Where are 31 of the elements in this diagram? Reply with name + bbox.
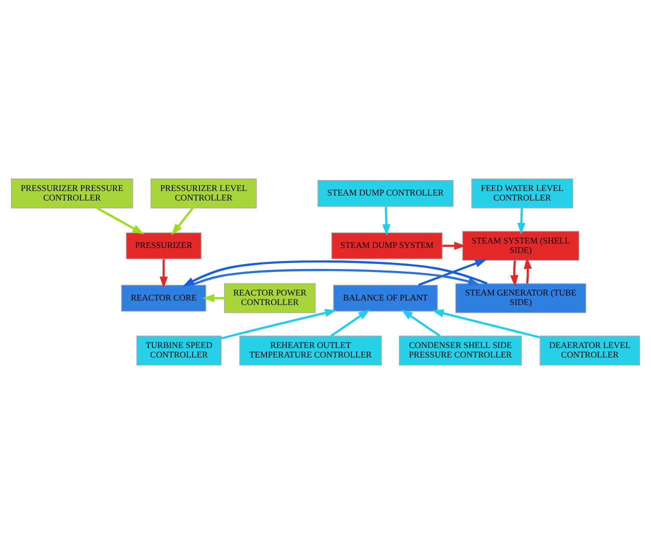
node-box: REACTOR CORE	[121, 284, 206, 312]
node-box: TURBINE SPEED CONTROLLER	[136, 336, 222, 366]
node-box: CONDENSER SHELL SIDE PRESSURE CONTROLLER	[398, 336, 522, 366]
arrow	[382, 206, 390, 236]
node-box: PRESSURIZER PRESSURE CONTROLLER	[10, 178, 134, 208]
arrow	[182, 260, 488, 286]
arrow	[96, 207, 144, 234]
node-box: STEAM DUMP SYSTEM	[331, 232, 443, 260]
arrow	[202, 294, 224, 302]
node-box: FEED WATER LEVEL CONTROLLER	[471, 178, 574, 208]
node-box: BALANCE OF PLANT	[333, 284, 438, 312]
arrow	[442, 242, 466, 250]
arrow	[330, 310, 370, 337]
arrow	[401, 310, 440, 337]
node-box: STEAM SYSTEM (SHELL SIDE)	[462, 230, 580, 261]
arrow	[517, 208, 526, 234]
arrow	[524, 257, 532, 284]
arrow	[418, 259, 487, 286]
arrow	[191, 268, 480, 286]
node-box: STEAM DUMP CONTROLLER	[318, 180, 454, 207]
arrow	[510, 260, 518, 287]
node-box: PRESSURIZER	[126, 232, 202, 260]
arrow	[171, 207, 194, 236]
node-box: PRESSURIZER LEVEL CONTROLLER	[150, 178, 257, 208]
node-box: REACTOR POWER CONTROLLER	[224, 283, 316, 314]
node-box: DEAERATOR LEVEL CONTROLLER	[540, 336, 640, 366]
node-box: REHEATER OUTLET TEMPERATURE CONTROLLER	[239, 336, 382, 366]
arrow	[160, 259, 168, 288]
arrow	[432, 309, 540, 338]
arrow	[220, 308, 337, 340]
node-box: STEAM GENERATOR (TUBE SIDE)	[455, 283, 586, 314]
